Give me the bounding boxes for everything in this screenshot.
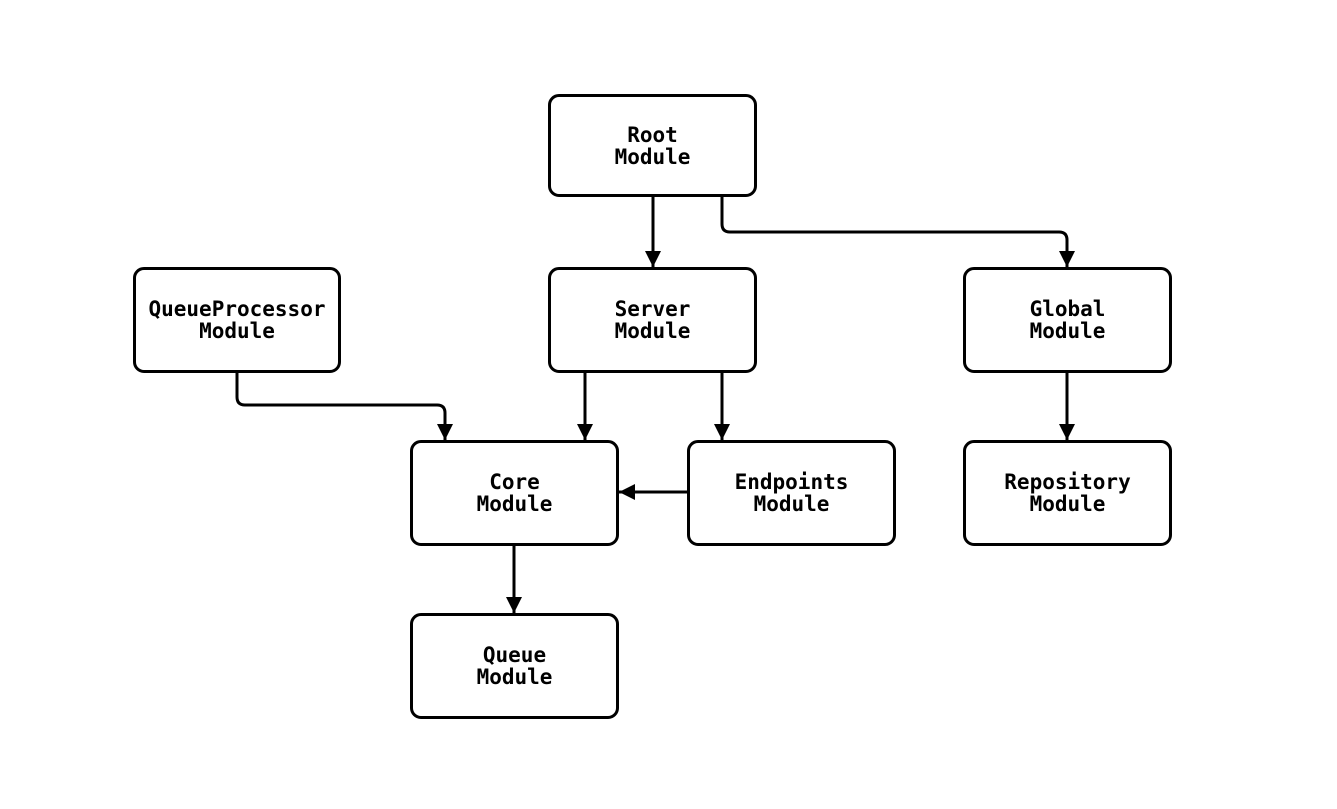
node-root-module: Root Module [548,94,757,197]
node-server-module: Server Module [548,267,757,373]
node-label: Server Module [614,297,691,343]
node-global-module: Global Module [963,267,1172,373]
edge-queueprocessor-core [235,373,453,440]
node-label: Repository Module [1004,470,1131,516]
node-label: Core Module [476,470,553,516]
edge-root-global [720,197,1075,267]
node-label: Endpoints Module [734,470,849,516]
node-label: Root Module [614,122,691,169]
node-endpoints-module: Endpoints Module [687,440,896,546]
node-core-module: Core Module [410,440,619,546]
node-queueprocessor-module: QueueProcessor Module [133,267,341,373]
node-label: Global Module [1029,297,1106,343]
node-queue-module: Queue Module [410,613,619,719]
node-label: Queue Module [476,643,553,689]
node-label: QueueProcessor Module [148,297,326,343]
node-repository-module: Repository Module [963,440,1172,546]
